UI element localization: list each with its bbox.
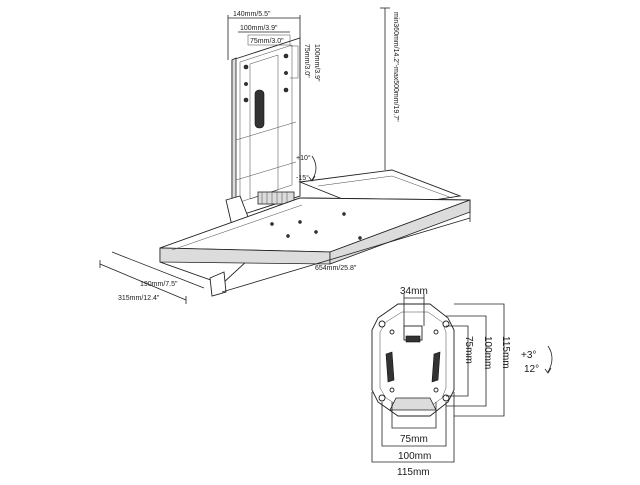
tray-hole [314,230,318,234]
dim-ext [403,294,425,326]
mount-column-side [231,57,237,219]
tray-lip [171,204,303,251]
vesa-bracket-drawing: 34mm 75mm 100mm 115mm +3° 12° 75mm 100mm… [371,286,553,478]
mount-column-back [231,37,301,219]
bracket-hole [433,387,439,393]
dim-top-width: 140mm/5.5" [233,11,271,18]
dim-ext [290,45,299,79]
bracket-tilt-arc [547,345,553,373]
dim-tray-depth-total: 315mm/12.4" [118,295,160,302]
bracket-recess [389,397,437,411]
vesa-hole [283,87,289,93]
dim-bracket-tilt-up: +3° [521,350,536,361]
bracket-hole [378,394,386,402]
dim-horizontal-115: 115mm [397,467,430,478]
hinge-teeth [261,192,288,204]
dim-top-vesa-75: 75mm/3.0" [250,38,284,45]
dim-ext [227,15,301,60]
bracket-hole [442,320,450,328]
dim-vertical-100-bracket [446,315,487,407]
dim-height-range: min360mm/14.2"-max500mm/19.7" [392,12,399,122]
dim-top-vesa-100: 100mm/3.9" [240,25,278,32]
bracket-hole [389,387,395,393]
column-rail [249,54,279,200]
tray-foot [209,271,227,297]
bracket-slot [431,351,441,383]
tilt-arc [311,155,317,181]
vesa-hole [284,71,288,75]
dim-horizontal-100: 100mm [398,451,431,462]
dim-horizontal-100-bracket [381,402,447,447]
dim-side-vesa-75: 75mm/3.0" [303,44,310,78]
tray-hole [270,222,274,226]
vesa-hole [244,82,248,86]
column-detail-line [235,161,297,181]
dim-vertical-75: 75mm [463,336,474,364]
dim-tilt-up: +10° [296,154,311,162]
dim-bracket-tilt-down: 12° [524,364,539,375]
dim-box [247,34,291,46]
dim-horizontal-75: 75mm [400,434,428,445]
vesa-plate [239,44,293,203]
dim-side-vesa-100: 100mm/3.9" [313,44,320,82]
vesa-hole [243,64,249,70]
dim-tilt-down: -15° [296,174,309,182]
bracket-slot [385,351,395,383]
vesa-hole [283,53,289,59]
dim-horizontal-115-bracket [371,392,455,463]
dim-vertical-115: 115mm [500,336,511,369]
dim-line-total-depth [99,263,187,301]
dim-vertical-75-bracket [446,325,469,397]
dim-vertical-100: 100mm [482,336,493,369]
tray-hole [358,236,362,240]
dim-vertical-115-bracket [454,303,505,417]
tray-hole [342,212,346,216]
dim-line-tray-width [221,217,471,293]
vesa-hole [243,97,249,103]
bracket-hole [442,394,450,402]
bracket-hole [433,329,439,335]
dim-bracket-thickness: 34mm [400,286,428,297]
bracket-inner-edge [379,311,447,409]
rear-tray-edge [317,175,453,199]
dim-tray-depth-inner: 190mm/7.5" [140,281,178,288]
tray-hole [286,234,290,238]
keyboard-mount-drawing: 140mm/5.5" 100mm/3.9" 75mm/3.0" 75mm/3.0… [99,7,471,304]
dim-tray-width: 654mm/25.8" [315,265,357,272]
tilt-arrow [308,175,316,182]
bracket-hole [389,329,395,335]
dim-line-inner-depth [111,251,205,289]
bracket-tilt-arrow [544,367,552,374]
bracket-hole [378,320,386,328]
column-slot [254,89,265,129]
tray-hole [298,220,302,224]
column-detail-line [235,121,297,141]
mount-block-base [405,335,421,343]
dim-horizontal-75-bracket [391,402,437,429]
dim-ext [99,260,187,304]
